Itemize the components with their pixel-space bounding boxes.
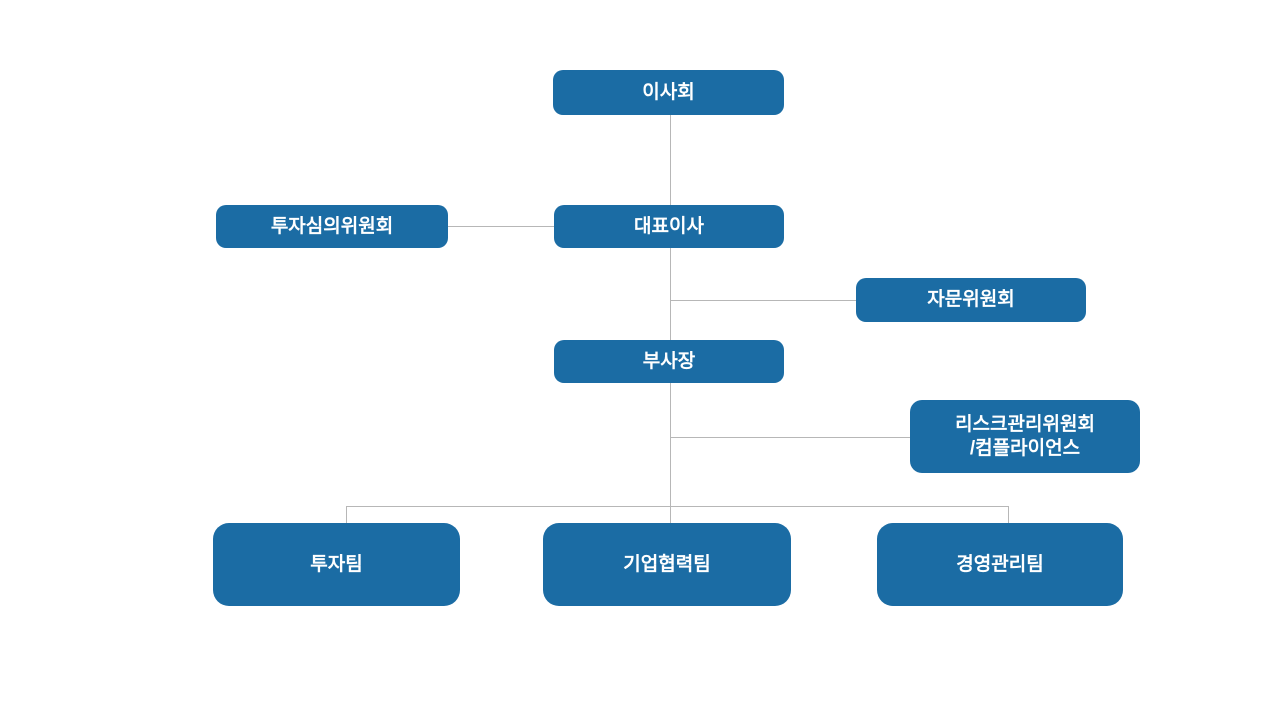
connector-investment-review-to-ceo [448,226,554,227]
connector-board-to-ceo [670,115,671,205]
org-node-risk-management-compliance: 리스크관리위원회 /컴플라이언스 [910,400,1140,473]
connector-teams-distributor [346,506,1008,507]
org-node-investment-review-committee: 투자심의위원회 [216,205,448,248]
org-node-ceo: 대표이사 [554,205,784,248]
org-node-board: 이사회 [553,70,784,115]
connector-ceo-to-vice-president [670,248,671,340]
connector-vice-president-to-teams [670,383,671,523]
connector-drop-management-team [1008,506,1009,523]
org-node-management-team: 경영관리팀 [877,523,1123,606]
connector-drop-investment-team [346,506,347,523]
org-node-investment-team: 투자팀 [213,523,460,606]
org-node-advisory-committee: 자문위원회 [856,278,1086,322]
connector-branch-to-advisory [670,300,856,301]
org-node-corporate-partnership-team: 기업협력팀 [543,523,791,606]
org-node-vice-president: 부사장 [554,340,784,383]
connector-branch-to-risk-compliance [670,437,910,438]
